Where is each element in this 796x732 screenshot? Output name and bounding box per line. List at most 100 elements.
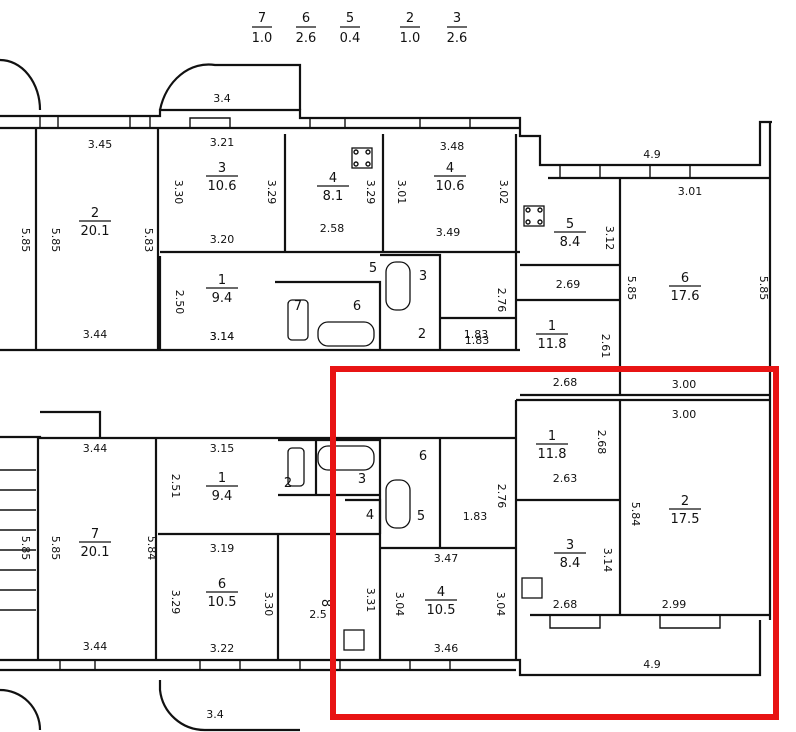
room-number: 7 xyxy=(91,527,99,542)
room-number: 2 xyxy=(418,327,426,342)
dimension-label: 3.14 xyxy=(601,548,614,573)
dimension-label: 3.47 xyxy=(434,552,459,565)
stove-icon xyxy=(343,629,365,651)
windows xyxy=(39,115,721,671)
room-number: 6 xyxy=(218,577,226,592)
dimension-label: 3.00 xyxy=(672,378,697,391)
room-area: 8.4 xyxy=(560,556,581,571)
legend-room-number: 3 xyxy=(453,11,461,26)
dimension-label: 3.31 xyxy=(364,588,377,613)
legend-area: 2.6 xyxy=(296,31,317,46)
dimension-label: 3.4 xyxy=(213,92,231,105)
dimension-label: 3.22 xyxy=(210,642,235,655)
room-area: 10.6 xyxy=(436,179,465,194)
room-area: 10.6 xyxy=(208,179,237,194)
dimension-label: 3.12 xyxy=(603,226,616,251)
dimension-label: 5.85 xyxy=(49,536,62,561)
room-number: 2 xyxy=(91,206,99,221)
legend-room-number: 6 xyxy=(302,11,310,26)
dimension-label: 3.19 xyxy=(210,542,235,555)
room-number: 1 xyxy=(218,471,226,486)
room-area: 10.5 xyxy=(208,595,237,610)
dimension-label: 4.9 xyxy=(643,658,661,671)
dimension-label: 3.30 xyxy=(172,180,185,205)
room-number: 3 xyxy=(218,161,226,176)
dimension-label: 3.20 xyxy=(210,233,235,246)
dimension-label: 3.15 xyxy=(210,442,235,455)
dimension-label: 2.5 xyxy=(309,608,327,621)
dimension-label: 2.61 xyxy=(599,334,612,359)
room-number: 3 xyxy=(358,472,366,487)
dimension-label: 3.48 xyxy=(440,140,465,153)
legend-area: 2.6 xyxy=(447,31,468,46)
legend-room-number: 5 xyxy=(346,11,354,26)
room-number: 7 xyxy=(294,299,302,314)
dimension-label: 2.76 xyxy=(495,484,508,509)
dimension-label: 5.85 xyxy=(757,276,770,301)
dimension-label: 3.00 xyxy=(672,408,697,421)
room-number: 4 xyxy=(329,171,337,186)
room-area: 17.6 xyxy=(671,289,700,304)
dimension-label: 2.51 xyxy=(169,474,182,499)
dimension-label: 3.14 xyxy=(210,330,235,343)
highlight-frame xyxy=(330,366,779,720)
legend-area: 1.0 xyxy=(400,31,421,46)
dimension-label: 5.84 xyxy=(145,536,158,561)
room-area: 1.83 xyxy=(464,328,489,341)
room-area: 20.1 xyxy=(81,545,110,560)
room-number: 5 xyxy=(417,509,425,524)
dimension-label: 3.04 xyxy=(393,592,406,617)
walls xyxy=(0,108,772,677)
stove-icon xyxy=(521,577,543,599)
room-number: 1 xyxy=(548,319,556,334)
room-number: 3 xyxy=(566,538,574,553)
dimension-label: 2.63 xyxy=(553,472,578,485)
dimension-label: 3.01 xyxy=(678,185,703,198)
room-number: 5 xyxy=(566,217,574,232)
bathtub-icon xyxy=(385,261,411,311)
dimension-label: 3.46 xyxy=(434,642,459,655)
dimension-label: 1.83 xyxy=(465,334,490,347)
dimension-label: 3.21 xyxy=(210,136,235,149)
room-area: 11.8 xyxy=(538,337,567,352)
dimension-label: 3.01 xyxy=(395,180,408,205)
legend-room-number: 7 xyxy=(258,11,266,26)
room-number: 6 xyxy=(419,449,427,464)
dimension-label: 3.44 xyxy=(83,640,108,653)
dimension-label: 3.02 xyxy=(497,180,510,205)
room-area: 9.4 xyxy=(212,291,233,306)
dimension-label: 2.68 xyxy=(553,376,578,389)
room-area: 9.4 xyxy=(212,489,233,504)
toilet-icon xyxy=(287,299,309,341)
legend-area: 1.0 xyxy=(252,31,273,46)
room-number: 1 xyxy=(218,273,226,288)
room-number: 2 xyxy=(681,494,689,509)
dimension-label: 2.99 xyxy=(662,598,687,611)
balconies xyxy=(0,58,302,732)
toilet-icon xyxy=(287,447,305,487)
room-area: 17.5 xyxy=(671,512,700,527)
dimension-label: 2.58 xyxy=(320,222,345,235)
legend-area: 0.4 xyxy=(340,31,361,46)
dimension-label: 5.85 xyxy=(625,276,638,301)
dimension-label: 3.14 xyxy=(210,330,235,343)
dimension-label: 3.04 xyxy=(494,592,507,617)
dimension-label: 3.44 xyxy=(83,328,108,341)
dimension-label: 4.9 xyxy=(643,148,661,161)
fixtures xyxy=(287,147,545,651)
dimension-label: 5.85 xyxy=(49,228,62,253)
room-labels: 2 20.1 3 10.6 4 8.1 4 10.6 1 9.4 7 6 3 2 1.83 5 8.4 6 17.6… xyxy=(79,161,701,618)
dimension-label: 5.85 xyxy=(19,536,32,561)
legend-room-number: 2 xyxy=(406,11,414,26)
room-area: 8.1 xyxy=(323,189,344,204)
room-area: 20.1 xyxy=(81,224,110,239)
dimension-label: 5.83 xyxy=(142,228,155,253)
dimension-label: 2.76 xyxy=(495,288,508,313)
dimension-label: 3.30 xyxy=(262,592,275,617)
dimension-label: 5.84 xyxy=(629,502,642,527)
room-number: 4 xyxy=(446,161,454,176)
room-area: 10.5 xyxy=(427,603,456,618)
dimension-label: 2.69 xyxy=(556,278,581,291)
